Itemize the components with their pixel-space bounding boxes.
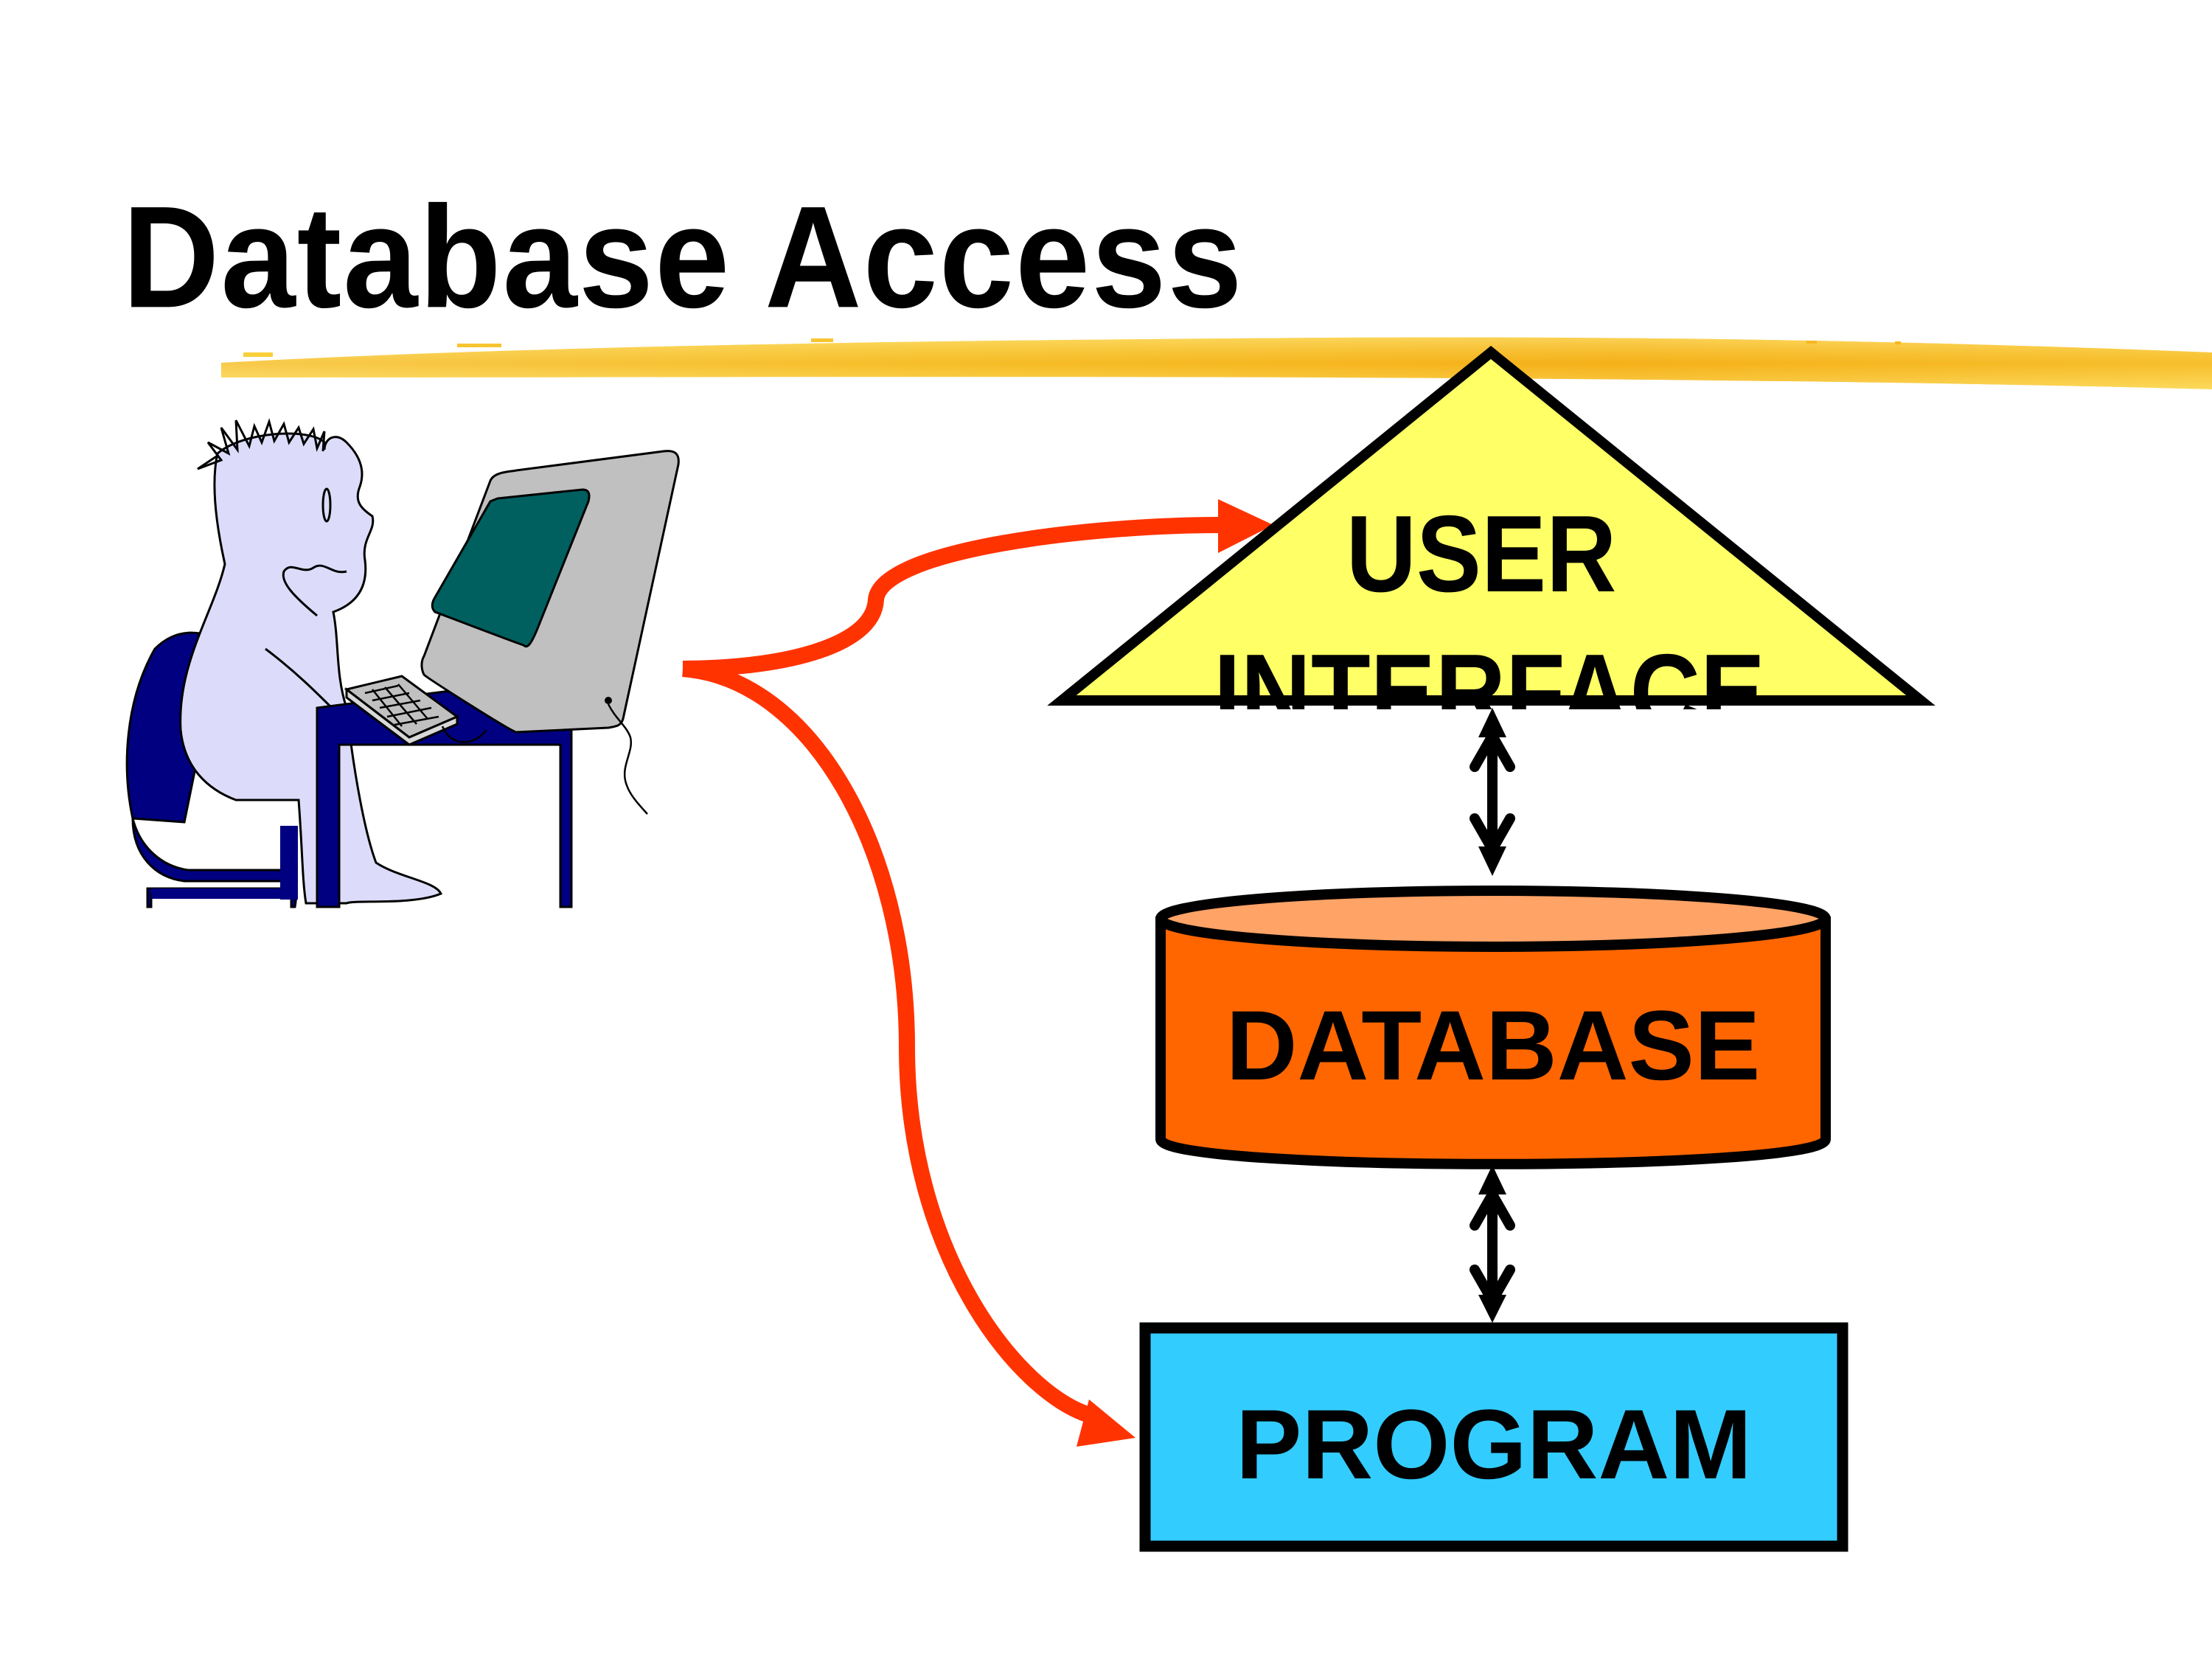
user-interface-label-line1: USER — [1346, 493, 1617, 615]
program-rectangle — [1139, 1322, 1848, 1552]
program-label: PROGRAM — [1236, 1390, 1752, 1500]
bidirectional-arrow-database-program — [1470, 1165, 1515, 1323]
person — [179, 432, 443, 905]
title-underline-brush — [221, 337, 2212, 389]
database-cylinder-body — [1155, 917, 1831, 1169]
arrow-user-to-program — [682, 661, 1135, 1447]
user-interface-node: USER INTERFACE — [1047, 345, 1935, 709]
program-node: PROGRAM — [1139, 1322, 1848, 1552]
arrow-user-to-user-interface — [682, 499, 1273, 677]
computer-monitor — [420, 450, 680, 815]
database-label: DATABASE — [1226, 991, 1761, 1101]
keyboard — [344, 675, 460, 746]
database-node: DATABASE — [1155, 886, 1831, 1169]
database-cylinder-top — [1155, 886, 1831, 952]
slide-title: Database Access — [122, 175, 1244, 338]
bidirectional-arrow-ui-database — [1470, 708, 1515, 876]
user-at-computer-illustration — [125, 417, 680, 908]
